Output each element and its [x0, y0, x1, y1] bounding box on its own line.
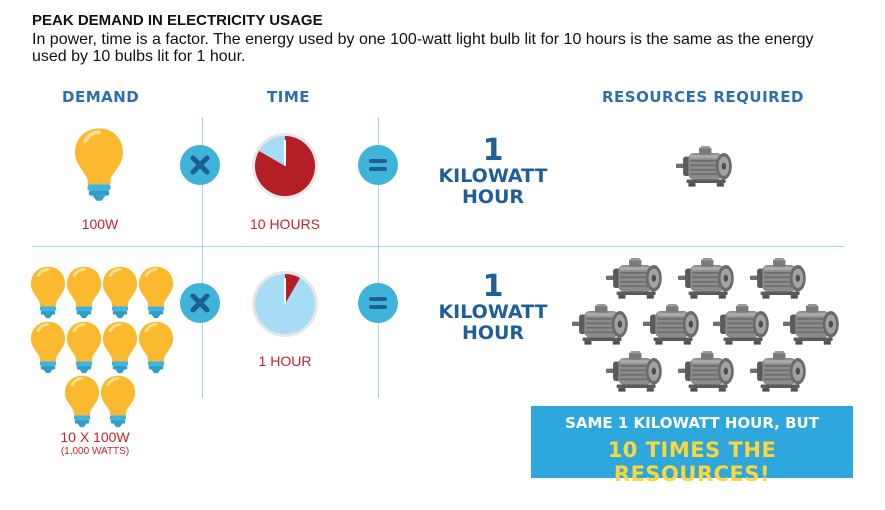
row2-result-line1: KILOWATT — [438, 301, 548, 323]
row2-time-label: 1 HOUR — [258, 353, 312, 369]
banner-line1: SAME 1 KILOWATT HOUR, BUT — [565, 414, 819, 432]
row1-time-label: 10 HOURS — [249, 216, 321, 232]
electric-motor-icon — [678, 350, 740, 396]
clock-icon — [252, 133, 318, 199]
multiply-icon — [180, 283, 220, 323]
electric-motor-icon — [572, 303, 634, 349]
light-bulb-icon — [64, 374, 100, 428]
row2-demand-label: 10 X 100W — [60, 429, 130, 445]
light-bulb-icon — [30, 265, 66, 319]
light-bulb-icon — [102, 265, 138, 319]
equals-icon — [358, 145, 398, 185]
light-bulb-icon — [100, 374, 136, 428]
banner-line2: 10 TIMES THE RESOURCES! — [607, 438, 777, 486]
row2-result: 1 KILOWATT HOUR — [430, 272, 556, 344]
row2-result-number: 1 — [482, 269, 504, 304]
column-divider-1 — [202, 118, 203, 398]
row1-demand-label: 100W — [81, 216, 119, 232]
electric-motor-icon — [606, 350, 668, 396]
column-divider-2 — [378, 118, 379, 398]
light-bulb-icon — [138, 320, 174, 374]
row2-demand-sublabel: (1,000 WATTS) — [60, 446, 130, 457]
electric-motor-icon — [676, 145, 738, 191]
light-bulb-icon — [73, 126, 125, 202]
electric-motor-icon — [643, 303, 705, 349]
light-bulb-icon — [66, 265, 102, 319]
light-bulb-icon — [138, 265, 174, 319]
column-heading-demand: DEMAND — [62, 88, 140, 106]
row1-result-number: 1 — [482, 133, 504, 168]
electric-motor-icon — [750, 350, 812, 396]
electric-motor-icon — [783, 303, 845, 349]
row-divider — [32, 246, 844, 247]
light-bulb-icon — [66, 320, 102, 374]
electric-motor-icon — [750, 257, 812, 303]
column-heading-time: TIME — [267, 88, 310, 106]
page-title: PEAK DEMAND IN ELECTRICITY USAGE — [32, 12, 323, 29]
row1-result-line2: HOUR — [461, 186, 525, 208]
equals-icon — [358, 283, 398, 323]
resources-banner: SAME 1 KILOWATT HOUR, BUT 10 TIMES THE R… — [531, 406, 853, 486]
electric-motor-icon — [678, 257, 740, 303]
row1-result-line1: KILOWATT — [438, 165, 548, 187]
column-heading-resources: RESOURCES REQUIRED — [602, 88, 804, 106]
electric-motor-icon — [713, 303, 775, 349]
multiply-icon — [180, 145, 220, 185]
row1-result: 1 KILOWATT HOUR — [430, 136, 556, 208]
electric-motor-icon — [606, 257, 668, 303]
page-subtitle: In power, time is a factor. The energy u… — [32, 31, 814, 65]
light-bulb-icon — [30, 320, 66, 374]
row2-result-line2: HOUR — [461, 322, 525, 344]
light-bulb-icon — [102, 320, 138, 374]
clock-icon — [252, 271, 318, 337]
